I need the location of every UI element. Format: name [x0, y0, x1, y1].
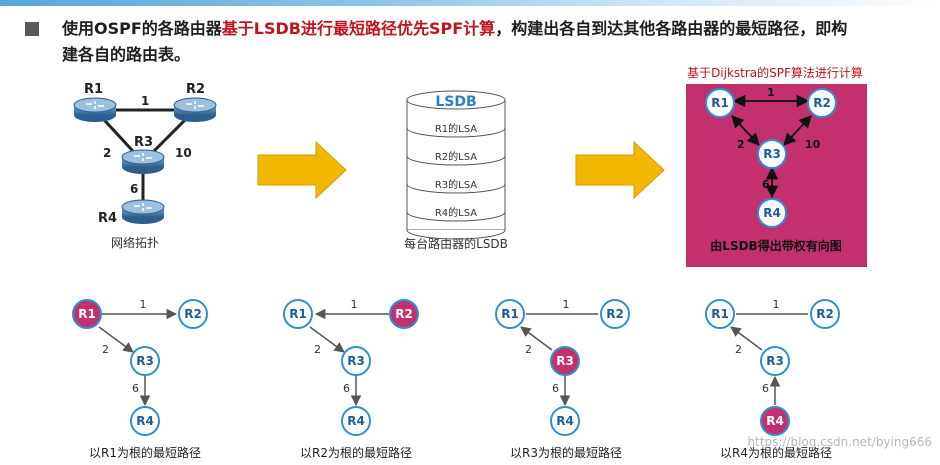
tree1-cost-r1-r3: 2 [102, 343, 109, 356]
tree2-node-r1: R1 [289, 307, 307, 321]
top-accent-bar [0, 0, 940, 6]
graph-cost-r2-r3: 10 [805, 138, 821, 151]
tree3-node-r3: R3 [556, 354, 574, 368]
router-r1-icon [73, 97, 117, 122]
headline-highlight: 基于LSDB进行最短路径优先SPF计算 [221, 19, 496, 38]
tree4-node-r1: R1 [711, 307, 729, 321]
network-topology: R1 R2 R3 R4 1 2 10 6 网络拓扑 [73, 82, 217, 250]
tree-r2: R1 R2 R3 R4 1 2 6 以R2为根的最短路径 [283, 298, 419, 460]
tree-r4: R1 R2 R3 R4 1 2 6 以R4为根的最短路径 [705, 298, 840, 460]
tree4-cost-r1-r2: 1 [773, 298, 780, 311]
headline-text-after: ，构建出各自到达其他各路由器的最短路径，即构建各自的路由表。 [62, 19, 848, 64]
bullet-square-icon [25, 22, 39, 36]
router-r3-icon [121, 149, 165, 174]
flow-arrow-2-icon [575, 140, 665, 200]
tree4-cost-r3-r4: 6 [762, 382, 769, 395]
graph-cost-r3-r4: 6 [762, 178, 770, 191]
tree3-node-r4: R4 [556, 414, 574, 428]
tree1-node-r1: R1 [78, 307, 96, 321]
topo-label-r2: R2 [186, 82, 205, 97]
tree2-cost-r3-r4: 6 [343, 382, 350, 395]
tree2-cost-r1-r3: 2 [314, 343, 321, 356]
lsdb-entry-r1: R1的LSA [435, 122, 477, 135]
router-r2-icon [173, 97, 217, 122]
topo-label-r3: R3 [134, 135, 153, 150]
lsdb-title: LSDB [435, 94, 476, 110]
graph-cost-r1-r3: 2 [737, 138, 745, 151]
graph-node-r2: R2 [813, 96, 831, 110]
tree4-cost-r1-r3: 2 [735, 343, 742, 356]
tree1-node-r2: R2 [184, 307, 202, 321]
lsdb-entry-r3: R3的LSA [435, 178, 477, 191]
tree-r3: R1 R2 R3 R4 1 2 6 以R3为根的最短路径 [495, 298, 630, 460]
tree4-node-r2: R2 [816, 307, 834, 321]
tree4-node-r4: R4 [766, 414, 784, 428]
tree1-cost-r3-r4: 6 [132, 382, 139, 395]
tree2-node-r3: R3 [347, 354, 365, 368]
tree-r1: R1 R2 R3 R4 1 2 6 以R1为根的最短路径 [72, 298, 208, 460]
tree2-node-r2: R2 [395, 307, 413, 321]
tree1-cost-r1-r2: 1 [140, 298, 147, 311]
topo-cost-r2-r3: 10 [175, 146, 192, 160]
topo-label-r4: R4 [98, 211, 117, 226]
graph-node-r4: R4 [763, 206, 781, 220]
tree3-cost-r1-r2: 1 [563, 298, 570, 311]
lsdb-cylinder: LSDB R1的LSA R2的LSA R3的LSA R4的LSA 每台路由器的L… [404, 90, 508, 251]
headline: 使用OSPF的各路由器基于LSDB进行最短路径优先SPF计算，构建出各自到达其他… [62, 16, 862, 68]
graph-node-r1: R1 [711, 96, 729, 110]
graph-node-r3: R3 [763, 147, 781, 161]
graph-title: 基于Dijkstra的SPF算法进行计算 [687, 65, 863, 80]
tree2-caption: 以R2为根的最短路径 [300, 445, 412, 460]
tree1-caption: 以R1为根的最短路径 [89, 445, 201, 460]
tree1-node-r4: R4 [136, 414, 154, 428]
router-r4-icon [121, 199, 165, 224]
tree2-cost-r1-r2: 1 [351, 298, 358, 311]
topo-cost-r3-r4: 6 [130, 182, 138, 196]
topo-cost-r1-r3: 2 [103, 146, 111, 160]
lsdb-entry-r4: R4的LSA [435, 206, 477, 219]
topo-label-r1: R1 [84, 82, 103, 97]
tree1-node-r3: R3 [136, 354, 154, 368]
topology-caption: 网络拓扑 [111, 235, 159, 250]
lsdb-entry-r2: R2的LSA [435, 150, 477, 163]
tree4-node-r3: R3 [766, 354, 784, 368]
graph-cost-r1-r2: 1 [767, 86, 775, 99]
topo-cost-r1-r2: 1 [141, 94, 149, 108]
tree3-cost-r3-r4: 6 [552, 382, 559, 395]
tree3-node-r1: R1 [501, 307, 519, 321]
tree3-caption: 以R3为根的最短路径 [510, 445, 622, 460]
flow-arrow-1-icon [257, 140, 347, 200]
watermark: https://blog.csdn.net/bying666 [747, 435, 932, 449]
tree4-caption: 以R4为根的最短路径 [720, 445, 832, 460]
tree3-node-r2: R2 [606, 307, 624, 321]
headline-text-before: 使用OSPF的各路由器 [62, 19, 222, 38]
tree3-cost-r1-r3: 2 [525, 343, 532, 356]
directed-graph-panel: 基于Dijkstra的SPF算法进行计算 R1 R2 R3 R4 1 2 10 … [686, 65, 867, 267]
graph-caption: 由LSDB得出带权有向图 [710, 238, 841, 253]
lsdb-caption: 每台路由器的LSDB [404, 236, 508, 251]
tree2-node-r4: R4 [347, 414, 365, 428]
